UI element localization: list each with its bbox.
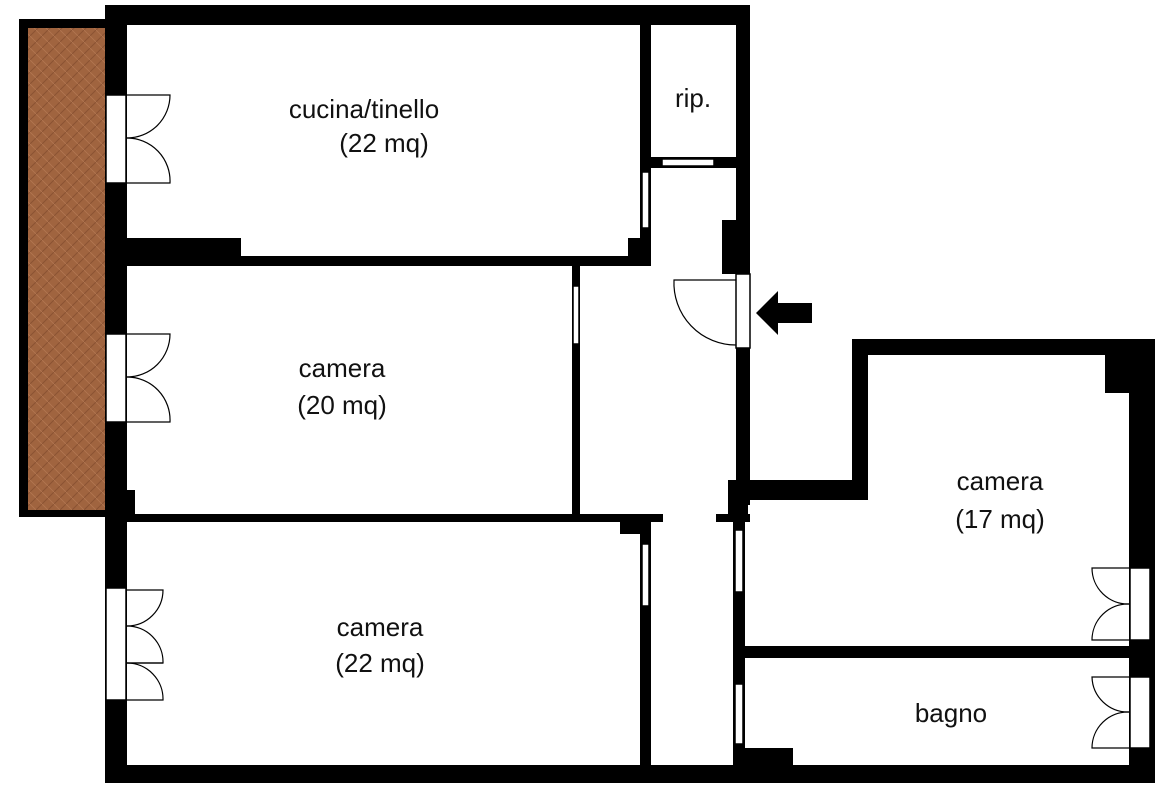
window-bedroom-1 [105, 333, 127, 423]
window-swings [126, 94, 1130, 749]
door-bedroom-3 [734, 529, 744, 593]
kitchen-area: (22 mq) [339, 128, 429, 158]
window-bedroom-2 [105, 587, 127, 701]
window-kitchen [105, 94, 127, 184]
windows [105, 94, 1151, 749]
bedroom-2-name: camera [337, 612, 424, 642]
bedroom-2-area: (22 mq) [335, 648, 425, 678]
bathroom-name: bagno [915, 698, 987, 728]
interior-walls [105, 5, 1155, 783]
door-bathroom [734, 683, 744, 745]
entrance-door-frame [735, 273, 751, 349]
door-bedroom-2 [641, 543, 650, 607]
door-kitchen [641, 171, 650, 229]
storage-name: rip. [675, 83, 711, 113]
window-bedroom-3 [1129, 567, 1151, 641]
outer-walls [105, 5, 1155, 783]
bedroom-1-area: (20 mq) [297, 390, 387, 420]
arrow-left-icon [756, 291, 812, 335]
bedroom-3-area: (17 mq) [955, 504, 1045, 534]
kitchen-name: cucina/tinello [289, 94, 439, 124]
bedroom-3-name: camera [957, 466, 1044, 496]
window-bathroom [1129, 676, 1151, 749]
bedroom-1-name: camera [299, 353, 386, 383]
balcony [19, 19, 111, 517]
door-rip [661, 158, 715, 167]
door-bedroom-1 [572, 285, 580, 345]
